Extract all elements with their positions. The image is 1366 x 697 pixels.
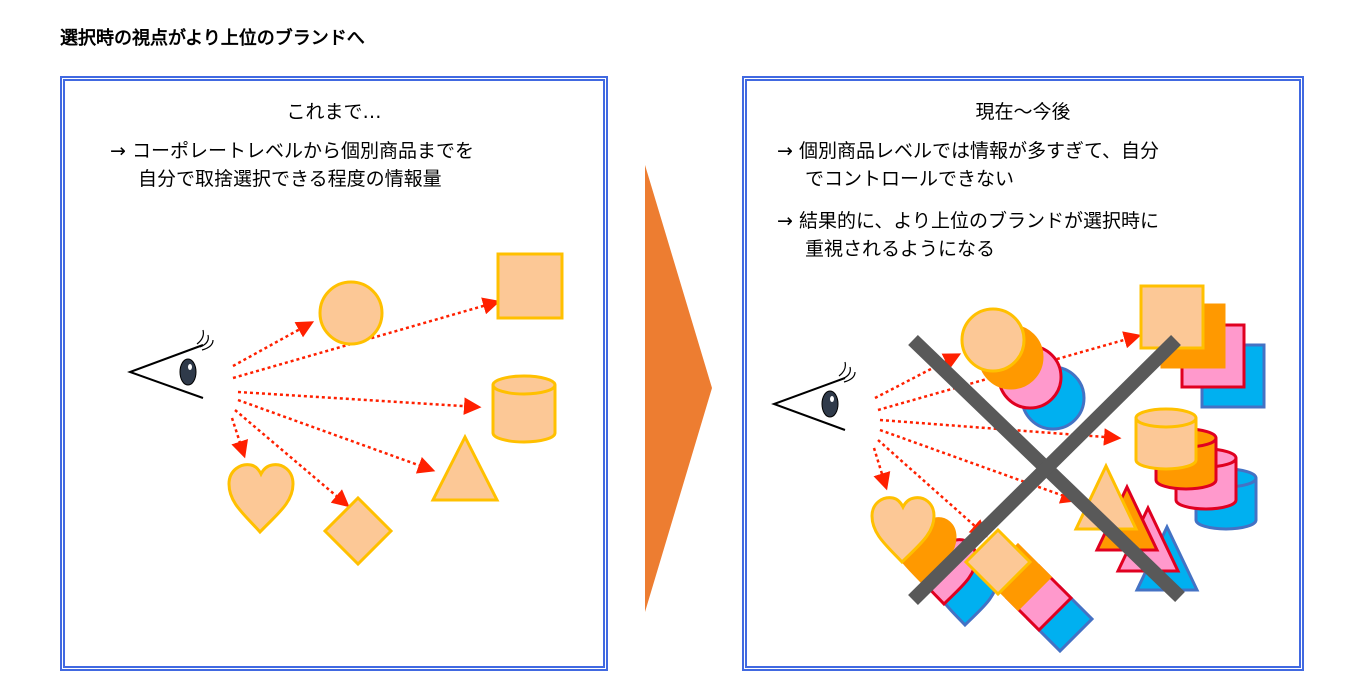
panel-after-heading: 現在～今後	[975, 101, 1071, 123]
circle-shape	[318, 280, 384, 346]
cross-mark-icon	[908, 334, 1185, 605]
eye-icon	[127, 329, 214, 399]
panel-after-point-1: → 個別商品レベルでは情報が多すぎて、自分 でコントロールできない	[777, 137, 1159, 193]
panel-before-description: → コーポレートレベルから個別商品までを 自分で取捨選択できる程度の情報量	[110, 137, 474, 193]
diamond-stack	[963, 527, 1095, 654]
heart-shape	[227, 463, 295, 535]
description-line: → 結果的に、より上位のブランドが選択時に	[777, 210, 1160, 232]
description-line: 重視されるようになる	[805, 238, 996, 260]
eye-icon	[771, 361, 856, 431]
square-stack	[1139, 284, 1266, 409]
cylinder-shape	[491, 374, 557, 444]
chevron-arrow-icon	[645, 165, 712, 612]
cylinder-stack	[1134, 407, 1258, 531]
dotted-arrows	[230, 297, 501, 508]
diamond-shape	[322, 495, 394, 567]
description-line: → コーポレートレベルから個別商品までを	[110, 140, 474, 162]
square-shape	[496, 252, 564, 320]
panel-before-heading: これまで…	[286, 101, 382, 123]
description-line: でコントロールできない	[805, 168, 1015, 190]
description-line: 自分で取捨選択できる程度の情報量	[138, 168, 442, 190]
circle-stack	[960, 307, 1086, 431]
page-title: 選択時の視点がより上位のブランドへ	[60, 28, 365, 49]
panel-after-point-2: → 結果的に、より上位のブランドが選択時に 重視されるようになる	[777, 207, 1159, 263]
triangle-shape	[430, 433, 500, 502]
panel-before: これまで… → コーポレートレベルから個別商品までを 自分で取捨選択できる程度の…	[60, 76, 608, 671]
description-line: → 個別商品レベルでは情報が多すぎて、自分	[777, 140, 1160, 162]
